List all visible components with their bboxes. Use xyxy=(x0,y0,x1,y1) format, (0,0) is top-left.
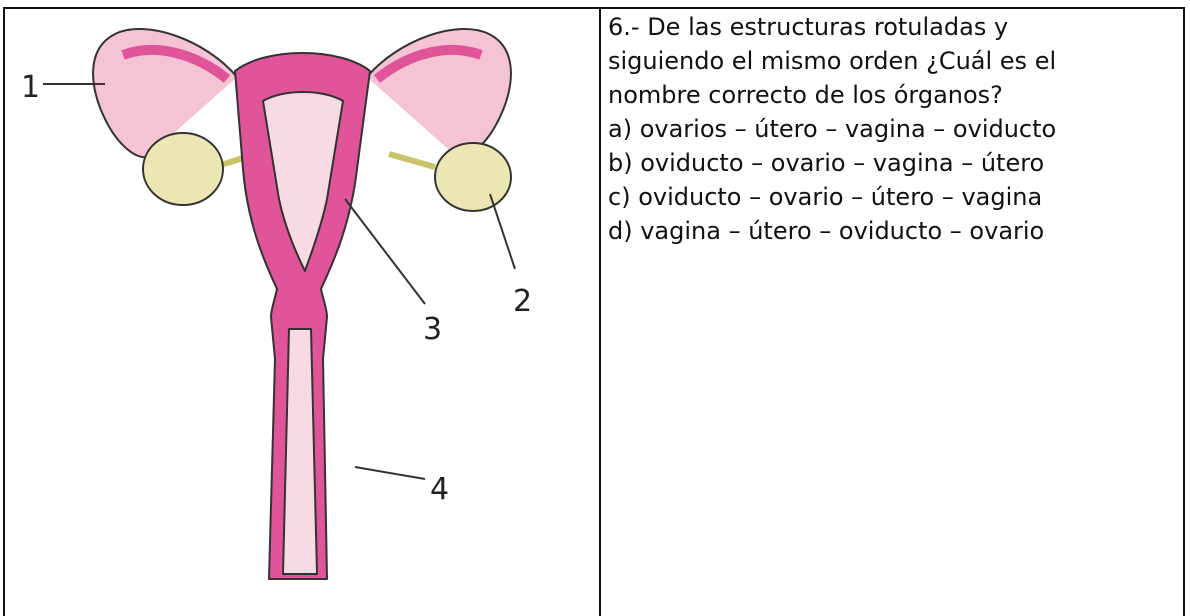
diagram-label-1: 1 xyxy=(21,70,40,105)
answer-option-a: a) ovarios – útero – vagina – oviducto xyxy=(608,112,1183,146)
answer-option-d: d) vagina – útero – oviducto – ovario xyxy=(608,214,1183,248)
answer-option-b: b) oviducto – ovario – vagina – útero xyxy=(608,146,1183,180)
question-panel: 6.- De las estructuras rotuladas y sigui… xyxy=(608,10,1183,248)
label-line-2 xyxy=(490,194,515,269)
label-line-4 xyxy=(355,467,425,479)
left-ovary xyxy=(143,133,223,205)
vaginal-canal xyxy=(283,329,317,574)
right-ligament xyxy=(389,154,435,167)
diagram-label-2: 2 xyxy=(513,284,532,319)
diagram-label-4: 4 xyxy=(430,472,449,507)
question-stem-line: nombre correcto de los órganos? xyxy=(608,78,1183,112)
question-stem-line: siguiendo el mismo orden ¿Cuál es el xyxy=(608,44,1183,78)
question-stem-line: 6.- De las estructuras rotuladas y xyxy=(608,10,1183,44)
right-ovary xyxy=(435,143,511,211)
answer-options: a) ovarios – útero – vagina – oviducto b… xyxy=(608,112,1183,248)
label-line-3 xyxy=(345,199,425,304)
answer-option-c: c) oviducto – ovario – útero – vagina xyxy=(608,180,1183,214)
diagram-label-3: 3 xyxy=(423,312,442,347)
table-divider xyxy=(599,7,601,616)
diagram-svg: 1 2 3 4 xyxy=(5,9,599,616)
reproductive-system-diagram: 1 2 3 4 xyxy=(5,9,599,616)
